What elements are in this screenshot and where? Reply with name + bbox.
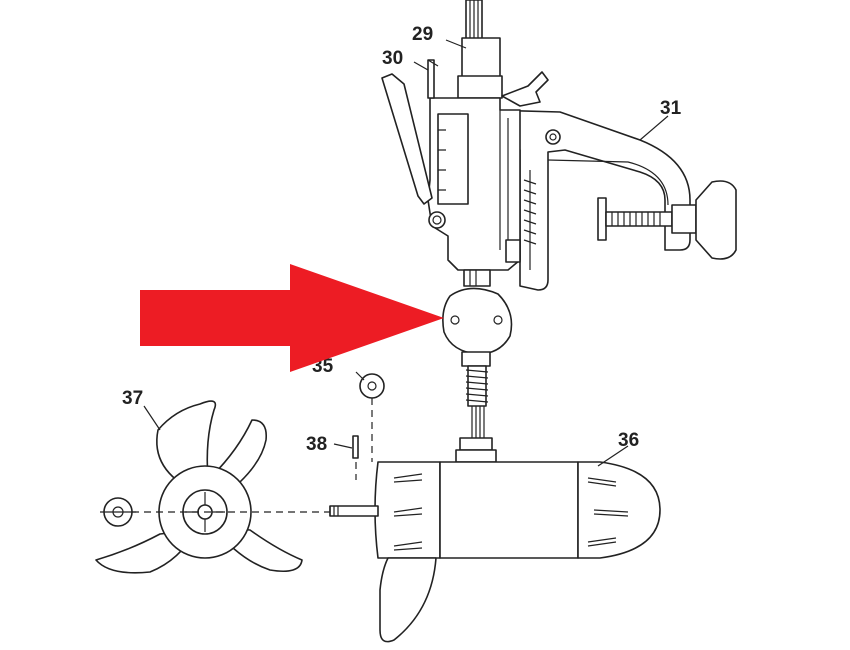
prop-shaft [329, 435, 379, 517]
washer [359, 373, 385, 399]
label-part-38: 38 [306, 434, 327, 455]
motor-body-vents [393, 473, 629, 551]
label-part-31: 31 [660, 98, 682, 119]
lower-shaft [455, 351, 497, 463]
spring-coil [523, 179, 537, 245]
motor-body [374, 461, 661, 559]
shaft-top [457, 0, 503, 99]
red-pointer-arrow [140, 264, 444, 372]
label-part-30: 30 [382, 48, 403, 69]
leader-lines [143, 39, 669, 467]
ball-joint [442, 287, 513, 355]
clamp-screw [597, 180, 737, 260]
label-part-37: 37 [122, 388, 143, 409]
label-part-36: 36 [618, 430, 639, 451]
mount-housing [381, 59, 549, 271]
prop-nut [100, 497, 136, 527]
skeg-fin [379, 557, 437, 643]
shaft-collar [463, 269, 491, 287]
label-part-29: 29 [412, 24, 433, 45]
assembly-lines [132, 398, 373, 513]
propeller [95, 400, 303, 574]
clamp-bracket [489, 109, 691, 291]
